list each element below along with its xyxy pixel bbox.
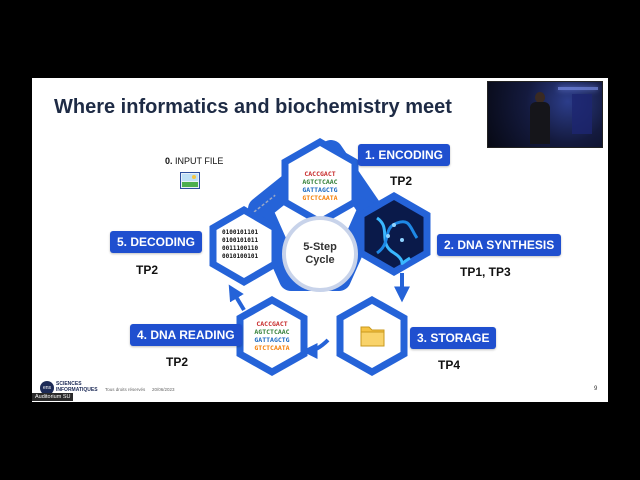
step-encoding-label: 1. ENCODING: [358, 144, 451, 166]
hex-synthesis: [357, 191, 431, 277]
center-label: 5-Step Cycle: [290, 241, 350, 267]
dna-helix-image: [376, 216, 419, 265]
seq-line: CACCGACT: [256, 320, 288, 328]
step-reading-label: 4. DNA READING: [130, 324, 242, 346]
step-storage-tp: TP4: [438, 358, 461, 372]
footer-date: 20/06/2023: [152, 387, 175, 392]
step-synthesis-tp: TP1, TP3: [460, 265, 511, 279]
input-file-label: 0. INPUT FILE: [165, 156, 223, 166]
image-sun: [192, 175, 196, 179]
hex-reading: [236, 295, 308, 377]
stage-lights: [558, 87, 598, 90]
footer-caption: Tous droits réservés: [105, 387, 146, 392]
seq-line: GTCTCAATA: [302, 194, 338, 202]
arrow-input-dashed: [253, 191, 280, 213]
binary-line: 0100101011: [222, 237, 259, 244]
camera-tag: Auditorium SU: [32, 393, 74, 401]
input-file-number: 0.: [165, 156, 173, 166]
seq-line: GATTAGCTG: [254, 336, 290, 344]
page-number: 9: [594, 386, 598, 392]
hex-decoding: [209, 205, 279, 287]
step-synthesis-label: 2. DNA SYNTHESIS: [437, 234, 562, 256]
arrow-reading-to-decoding: [228, 284, 246, 312]
footer-org-line2: INFORMATIQUES: [56, 387, 98, 393]
binary-line: 0100101101: [222, 229, 259, 236]
stage-banner: [572, 94, 592, 134]
seq-line: GATTAGCTG: [302, 186, 338, 194]
step-reading-tp: TP2: [166, 355, 189, 369]
cycle-diagram: [209, 137, 431, 377]
center-label-line1: 5-Step: [303, 241, 337, 253]
folder-icon: [360, 326, 385, 347]
footer-org-line1: SCIENCES: [56, 381, 82, 387]
seq-line: AGTCTCAAC: [254, 328, 290, 336]
reading-sequence: CACCGACT AGTCTCAAC GATTAGCTG GTCTCAATA: [242, 320, 302, 352]
encoding-sequence: CACCGACT AGTCTCAAC GATTAGCTG GTCTCAATA: [290, 170, 350, 202]
speaker-camera-feed: [487, 81, 603, 148]
seq-line: CACCGACT: [304, 170, 336, 178]
speaker-figure: [530, 92, 550, 144]
arrow-storage-to-reading: [301, 338, 330, 359]
step-storage-label: 3. STORAGE: [410, 327, 497, 349]
slide-title: Where informatics and biochemistry meet: [54, 96, 452, 118]
image-hill: [182, 182, 198, 187]
step-decoding-tp: TP2: [136, 263, 159, 277]
center-label-line2: Cycle: [305, 254, 335, 266]
seq-line: GTCTCAATA: [254, 344, 290, 352]
center-circle: [282, 216, 358, 292]
seq-line: AGTCTCAAC: [302, 178, 338, 186]
binary-line: 0010100101: [222, 253, 259, 260]
step-decoding-label: 5. DECODING: [110, 231, 203, 253]
speaker-body: [530, 102, 550, 144]
footer-org: SCIENCES INFORMATIQUES: [56, 381, 98, 393]
binary-line: 0011100110: [222, 245, 259, 252]
step-encoding-tp: TP2: [390, 174, 413, 188]
input-file-text: INPUT FILE: [175, 156, 224, 166]
binary-data: 0100101101 0100101011 0011100110 0010100…: [222, 229, 258, 261]
ens-logo: ens: [40, 381, 54, 395]
speaker-head: [535, 92, 545, 103]
image-file-icon: [180, 172, 200, 189]
image-sky: [182, 174, 198, 181]
